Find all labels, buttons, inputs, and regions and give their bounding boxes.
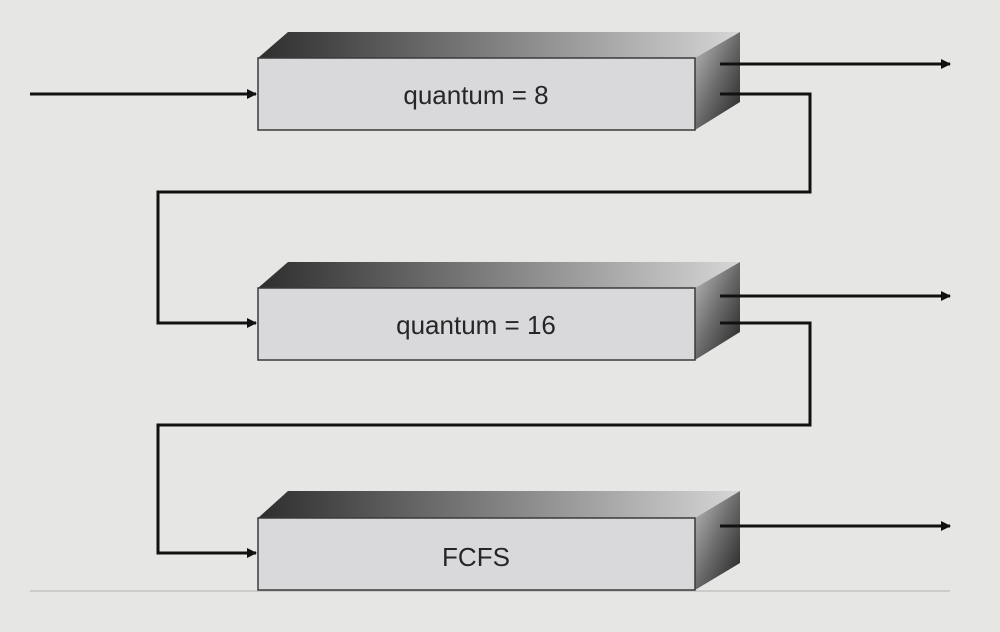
queue-label-1: quantum = 8 (403, 80, 548, 110)
queue-label-2: quantum = 16 (396, 310, 556, 340)
queue-box-3-top (258, 491, 740, 518)
queue-box-2-side (695, 262, 740, 360)
queue-box-2-top (258, 262, 740, 288)
queue-box-1-side (695, 32, 740, 130)
queue-box-1-top (258, 32, 740, 58)
queue-box-3: FCFS (257, 491, 740, 591)
demotion-arrow-1-to-2 (156, 92, 812, 328)
queue-box-2-front (257, 287, 696, 361)
queue-label-3: FCFS (442, 542, 510, 572)
queue-box-3-front (257, 517, 696, 591)
queue-box-2: quantum = 16 (257, 262, 740, 361)
queue-box-1-front (257, 57, 696, 131)
queue-box-1: quantum = 8 (257, 32, 740, 131)
queue-box-3-side (695, 491, 740, 590)
demotion-arrow-2-to-3 (156, 321, 812, 558)
